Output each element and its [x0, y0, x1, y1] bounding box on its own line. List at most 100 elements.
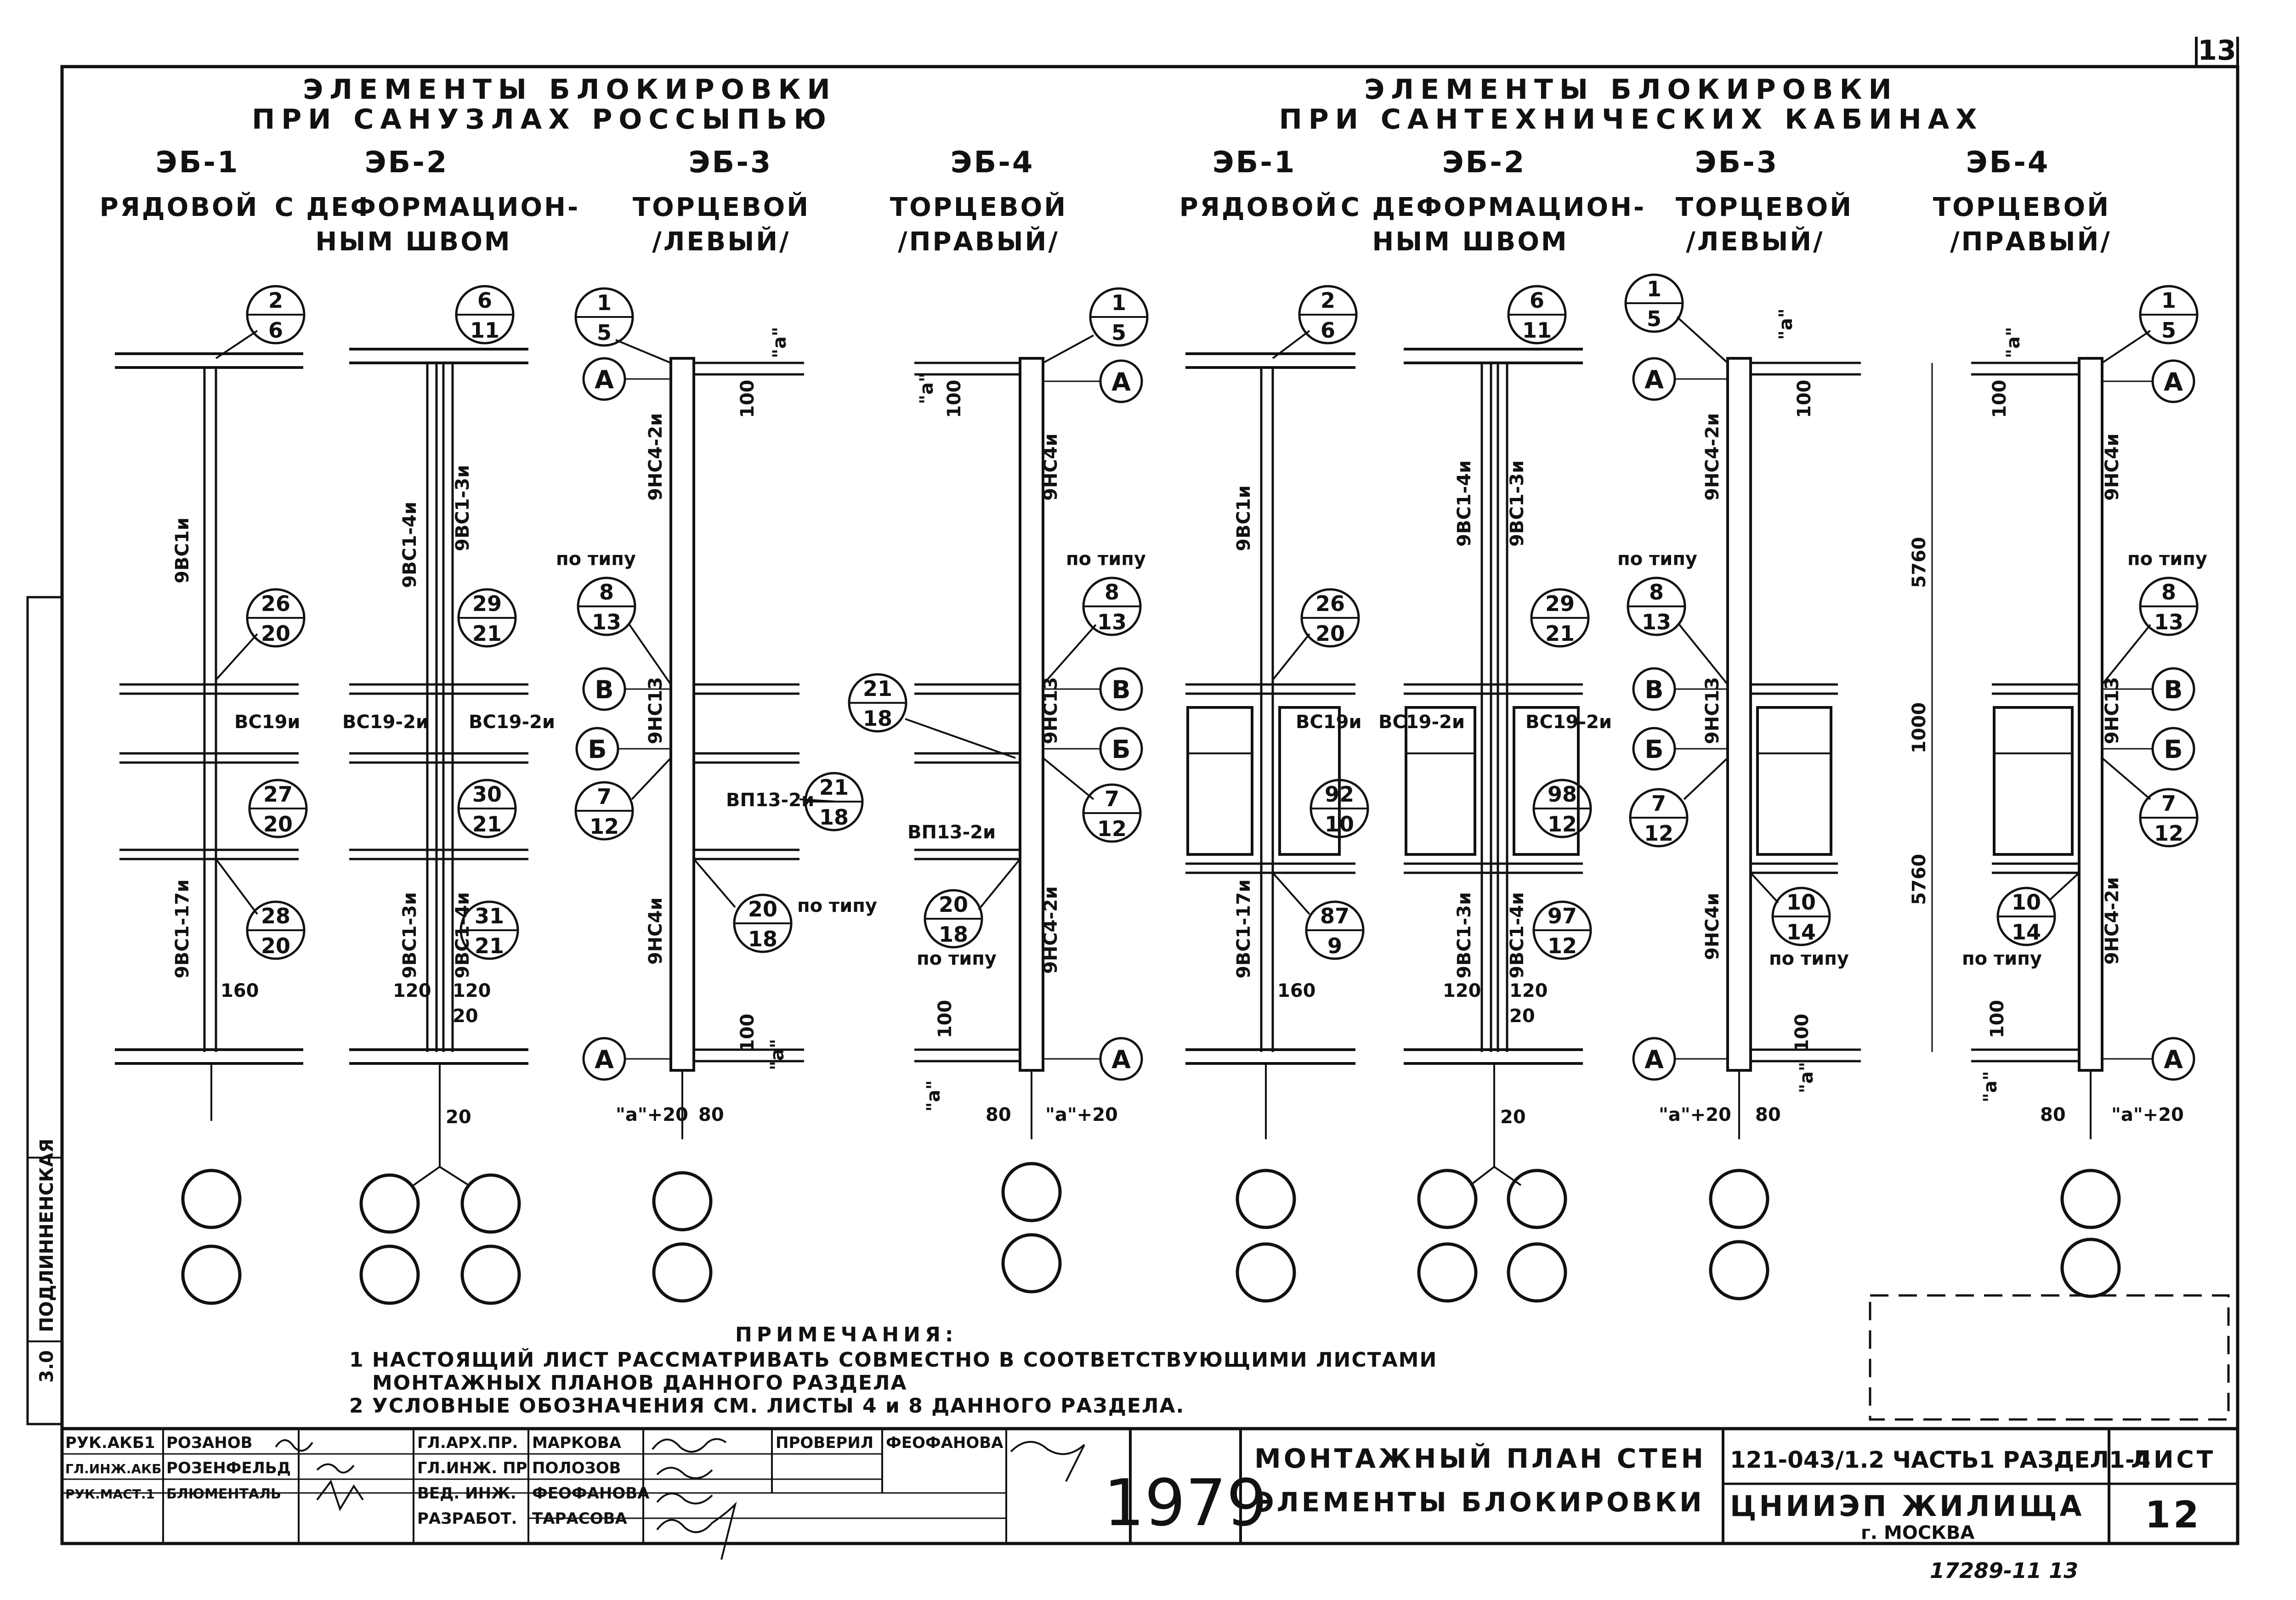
note-po-tipu: по типу [797, 895, 877, 916]
svg-text:26: 26 [1315, 591, 1345, 616]
svg-text:11: 11 [470, 318, 499, 343]
tb-role: ГЛ.АРХ.ПР. [417, 1434, 518, 1452]
tb-name: ПОЛОЗОВ [532, 1459, 621, 1477]
detail-code: ЭБ-4 [1966, 146, 2050, 180]
svg-text:7: 7 [1651, 791, 1666, 816]
svg-text:2: 2 [268, 288, 283, 313]
svg-text:5: 5 [2161, 318, 2176, 343]
svg-text:1: 1 [1111, 290, 1126, 315]
svg-text:А: А [595, 1045, 614, 1074]
header-left: ЭЛЕМЕНТЫ БЛОКИРОВКИ ПРИ САНУЗЛАХ РОССЫПЬ… [252, 73, 830, 136]
dim-label: "а" [1775, 308, 1797, 340]
ref-circle: 21 18 [799, 772, 864, 831]
svg-text:6: 6 [1321, 318, 1335, 343]
dim-label: 80 [2040, 1104, 2066, 1125]
svg-text:20: 20 [748, 897, 777, 922]
ref-circle: 87 9 [1272, 872, 1365, 960]
tb-name: БЛЮМЕНТАЛЬ [166, 1486, 281, 1502]
ref-circle: 6 11 [1507, 285, 1567, 345]
ref-circle: 28 20 [215, 858, 306, 960]
dim-label: 80 [698, 1104, 724, 1125]
tb-sheet-label: ЛИСТ [2131, 1446, 2216, 1474]
svg-text:13: 13 [2154, 610, 2183, 634]
dim-label: 5760 [1909, 537, 1930, 588]
svg-text:9: 9 [1327, 933, 1342, 958]
svg-text:13: 13 [1097, 610, 1127, 634]
dim-label: 1000 [1909, 702, 1930, 753]
tb-role: РУК.МАСТ.1 [65, 1487, 155, 1502]
marker-circle [1507, 1169, 1567, 1229]
detail-eb4-left: ЭБ-4 ТОРЦЕВОЙ /ПРАВЫЙ/ 9НС4и 9НС13 9НС4-… [848, 146, 1149, 1294]
dim-label: 100 [1987, 1000, 2008, 1039]
svg-text:10: 10 [2012, 890, 2041, 915]
side-stamp-value: 3.0 [36, 1350, 57, 1383]
svg-text:7: 7 [597, 784, 612, 809]
svg-text:87: 87 [1320, 904, 1349, 928]
dim-label: 20 [446, 1107, 471, 1128]
svg-text:6: 6 [477, 288, 492, 313]
sheet-number-box: 13 [2195, 34, 2239, 67]
ref-circle: 7 12 [1042, 757, 1142, 843]
ref-circle: 1 5 [574, 287, 671, 364]
svg-text:12: 12 [1548, 812, 1577, 837]
wall-label: 9НС4и [1702, 893, 1723, 960]
notes-title: ПРИМЕЧАНИЯ: [735, 1323, 958, 1346]
wall-label: 9ВС1и [1233, 485, 1254, 551]
ref-circle: 26 20 [215, 588, 306, 681]
svg-text:21: 21 [472, 812, 502, 837]
ref-circle: 26 20 [1272, 588, 1360, 681]
dim-label: 100 [1791, 1014, 1813, 1052]
dim-label: 100 [737, 1014, 758, 1052]
wall-label: 9НС4-2и [1702, 413, 1723, 501]
marker-circle [1001, 1233, 1062, 1294]
svg-text:92: 92 [1325, 782, 1354, 807]
detail-code: ЭБ-2 [1442, 146, 1526, 180]
axis-bubble: В [1632, 667, 1728, 711]
axis-bubble: В [582, 667, 671, 711]
header-right-line2: ПРИ САНТЕХНИЧЕСКИХ КАБИНАХ [1279, 103, 1984, 136]
svg-text:18: 18 [939, 922, 968, 947]
dim-label: 100 [1794, 380, 1815, 418]
svg-text:8: 8 [599, 580, 614, 605]
ref-circle: 2 6 [215, 285, 306, 359]
axis-bubble: А [1043, 359, 1143, 403]
ref-circle: 97 12 [1532, 900, 1592, 960]
svg-text:14: 14 [1786, 920, 1816, 944]
dim-label: 5760 [1909, 854, 1930, 905]
note-po-tipu: по типу [1617, 548, 1697, 570]
stamp-placeholder-box [1869, 1294, 2230, 1421]
joint-label: ВС19-2и [469, 712, 555, 733]
svg-text:8: 8 [2161, 580, 2176, 605]
tb-role: ГЛ.ИНЖ.АКБ [65, 1461, 161, 1476]
dim-label: "а"+20 [2111, 1104, 2184, 1125]
axis-bubble: А [2102, 359, 2195, 403]
svg-text:18: 18 [863, 706, 892, 731]
wall-label: 9ВС1-17и [172, 879, 193, 978]
ref-circle: 6 11 [455, 285, 515, 345]
side-stamp: ПОДЛИННЕНСКАЯ 3.0 [26, 596, 63, 1425]
svg-text:28: 28 [261, 904, 290, 928]
joint-label: ВС19и [1296, 712, 1362, 733]
detail-code: ЭБ-3 [689, 146, 773, 180]
svg-text:5: 5 [597, 320, 612, 345]
dim-label: "а"+20 [1659, 1104, 1731, 1125]
note-po-tipu: по типу [1769, 948, 1849, 969]
wall-label: 9ВС1-3и [452, 465, 473, 551]
wall-label: 9НС13 [645, 677, 666, 744]
ref-circle: 27 20 [248, 779, 308, 838]
tb-sheet-no: 12 [2145, 1493, 2201, 1536]
svg-text:97: 97 [1548, 904, 1577, 928]
svg-text:31: 31 [475, 904, 504, 928]
ref-circle: 7 12 [2101, 757, 2199, 848]
detail-desc: НЫМ ШВОМ [315, 227, 511, 257]
wall-label: 9НС13 [1702, 677, 1723, 744]
tb-role: ГЛ.ИНЖ. ПР [417, 1459, 527, 1477]
svg-text:21: 21 [1545, 621, 1575, 646]
svg-text:Б: Б [1111, 735, 1130, 764]
svg-text:29: 29 [472, 591, 502, 616]
wall-label: 9НС13 [2102, 677, 2123, 744]
marker-circle [359, 1173, 420, 1234]
svg-text:А: А [1111, 367, 1131, 396]
detail-desc: /ПРАВЫЙ/ [898, 226, 1060, 257]
